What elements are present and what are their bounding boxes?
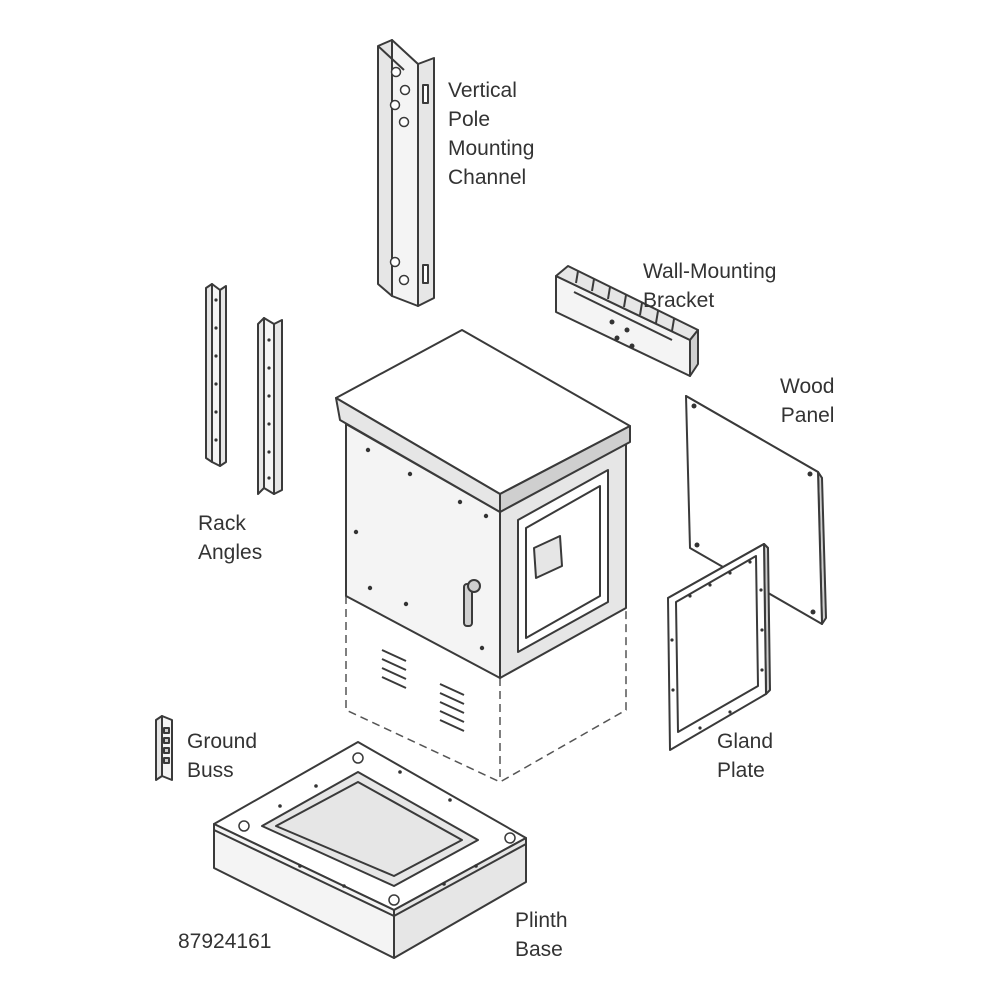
rack-angles — [205, 283, 283, 495]
part-number: 87924161 — [178, 930, 272, 953]
wood-panel — [685, 395, 827, 625]
vertical-pole-mounting-channel-label: Vertical Pole Mounting Channel — [448, 79, 535, 189]
wall-mounting-bracket — [555, 265, 699, 377]
gland-plate-label: Gland Plate — [717, 730, 774, 782]
rack-angles-label: Rack Angles — [198, 512, 263, 564]
vertical-pole-mounting-channel — [377, 39, 435, 307]
enclosure-cabinet — [335, 329, 631, 783]
ground-buss — [155, 715, 173, 781]
wall-mounting-bracket-label: Wall-Mounting Bracket — [643, 260, 777, 312]
ground-buss-label: Ground Buss — [187, 730, 258, 782]
plinth-base-label: Plinth Base — [515, 909, 568, 961]
gland-plate — [667, 543, 771, 751]
plinth-base — [213, 741, 527, 959]
wood-panel-label: Wood Panel — [780, 375, 835, 427]
louvre-vents — [381, 649, 465, 732]
